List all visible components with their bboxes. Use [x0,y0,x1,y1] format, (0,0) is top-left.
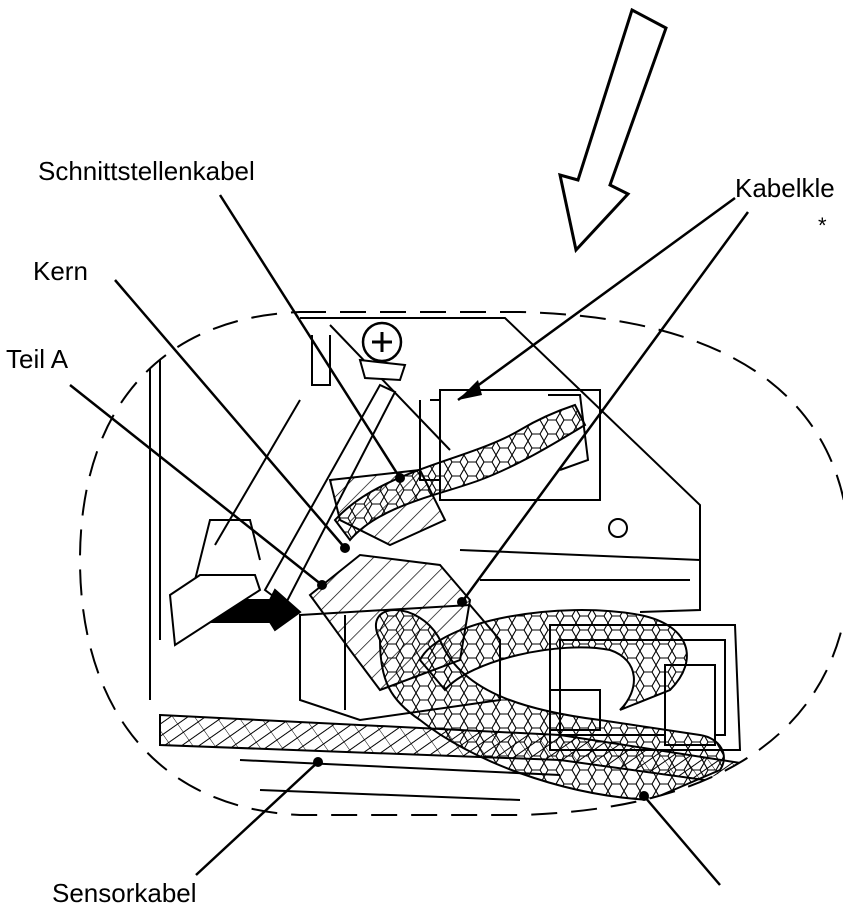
label-asterisk: * [818,213,827,238]
screw-icon [358,321,407,382]
leader-lines [69,194,750,886]
label-core: Kern [33,256,88,286]
clamp-arrowhead [458,380,482,400]
insert-arrow-icon [558,7,668,254]
label-sensor-cable: Sensorkabel [52,878,197,908]
label-part-a: Teil A [6,344,69,374]
mechanism-drawing [149,317,843,802]
leader-dots [313,473,649,801]
label-interface-cable: Schnittstellenkabel [38,156,255,186]
detail-outline [78,311,843,816]
label-cable-clamp: Kabelkle [735,173,835,203]
